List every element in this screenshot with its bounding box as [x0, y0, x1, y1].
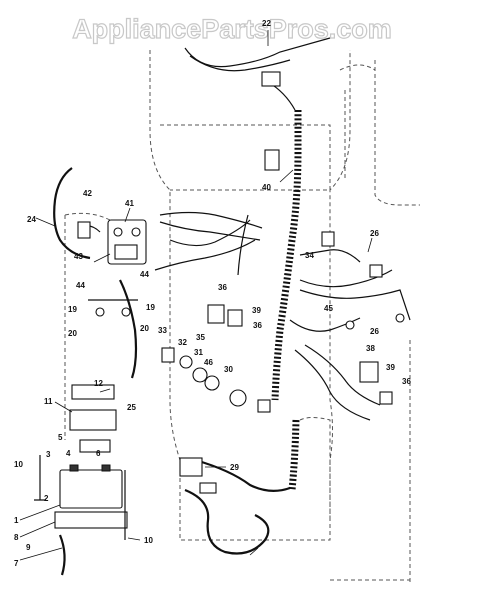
wire-loom-coil: [271, 110, 302, 401]
callout-9: 9: [26, 543, 31, 552]
callout-44b: 44: [140, 270, 149, 279]
callout-36a: 36: [218, 283, 227, 292]
chassis-outline: [64, 50, 420, 585]
callout-42: 42: [83, 189, 92, 198]
callout-12: 12: [94, 379, 103, 388]
callout-45: 45: [324, 304, 333, 313]
wire-loom-coil-lower: [288, 419, 300, 491]
callout-20b: 20: [140, 324, 149, 333]
callout-numbers: 22 40 42 24 41 43 44 44 19 19 20 20 12 2…: [14, 19, 411, 568]
callout-2: 2: [44, 494, 49, 503]
cable-loop-lower: [194, 458, 291, 492]
leader-lines: [19, 30, 373, 561]
callout-35: 35: [196, 333, 205, 342]
callout-3: 3: [46, 450, 51, 459]
callout-10a: 10: [14, 460, 23, 469]
solenoid-assembly: [77, 219, 147, 265]
battery-cable-24: [53, 167, 91, 260]
callout-32: 32: [178, 338, 187, 347]
callout-29: 29: [230, 463, 239, 472]
callout-24: 24: [27, 215, 36, 224]
callout-46: 46: [204, 358, 213, 367]
callout-31: 31: [194, 348, 203, 357]
battery-assembly: [34, 384, 128, 576]
switch-components: [77, 71, 405, 494]
callout-38: 38: [366, 344, 375, 353]
callout-10b: 10: [144, 536, 153, 545]
callout-43: 43: [74, 252, 83, 261]
callout-39b: 39: [386, 363, 395, 372]
callout-19b: 19: [146, 303, 155, 312]
callout-36c: 36: [402, 377, 411, 386]
battery-cable-25: [119, 279, 138, 379]
callout-19a: 19: [68, 305, 77, 314]
callout-25: 25: [127, 403, 136, 412]
callout-36b: 36: [253, 321, 262, 330]
terminal-posts: [88, 299, 138, 317]
callout-6: 6: [96, 449, 101, 458]
callout-1: 1: [14, 516, 19, 525]
callout-30: 30: [224, 365, 233, 374]
callout-41: 41: [125, 199, 134, 208]
callout-34: 34: [305, 251, 314, 260]
callout-11: 11: [44, 397, 53, 406]
callout-33: 33: [158, 326, 167, 335]
callout-20a: 20: [68, 329, 77, 338]
callout-26a: 26: [370, 229, 379, 238]
callout-8: 8: [14, 533, 19, 542]
harness-wires: [154, 37, 411, 421]
callout-39a: 39: [252, 306, 261, 315]
site-watermark: AppliancePartsPros.com: [72, 14, 392, 44]
callout-4: 4: [66, 449, 71, 458]
callout-5: 5: [58, 433, 63, 442]
callout-44a: 44: [76, 281, 85, 290]
callout-22: 22: [262, 19, 271, 28]
callout-7: 7: [14, 559, 19, 568]
callout-40: 40: [262, 183, 271, 192]
cable-28: [184, 488, 270, 555]
callout-26b: 26: [370, 327, 379, 336]
